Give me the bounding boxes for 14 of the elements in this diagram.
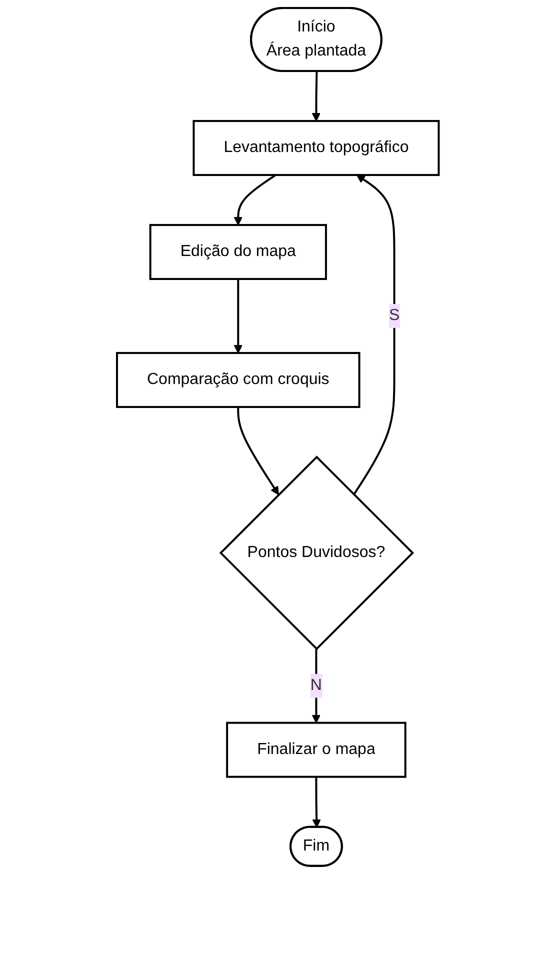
arrow <box>234 174 276 226</box>
edge-label: N <box>310 676 322 694</box>
arrow <box>234 279 243 354</box>
node-box: Levantamento topográfico <box>192 120 440 176</box>
arrow <box>353 174 396 496</box>
node-box: Finalizar o mapa <box>226 722 406 778</box>
arrow <box>312 776 322 828</box>
node-box: Edição do mapa <box>149 224 328 280</box>
arrow <box>312 71 321 122</box>
arrow <box>312 648 321 724</box>
arrow <box>237 406 280 496</box>
node-box: Comparação com croquis <box>116 352 360 408</box>
node-diamond: Pontos Duvidosos? <box>220 456 414 650</box>
edge-label: S <box>389 306 400 324</box>
